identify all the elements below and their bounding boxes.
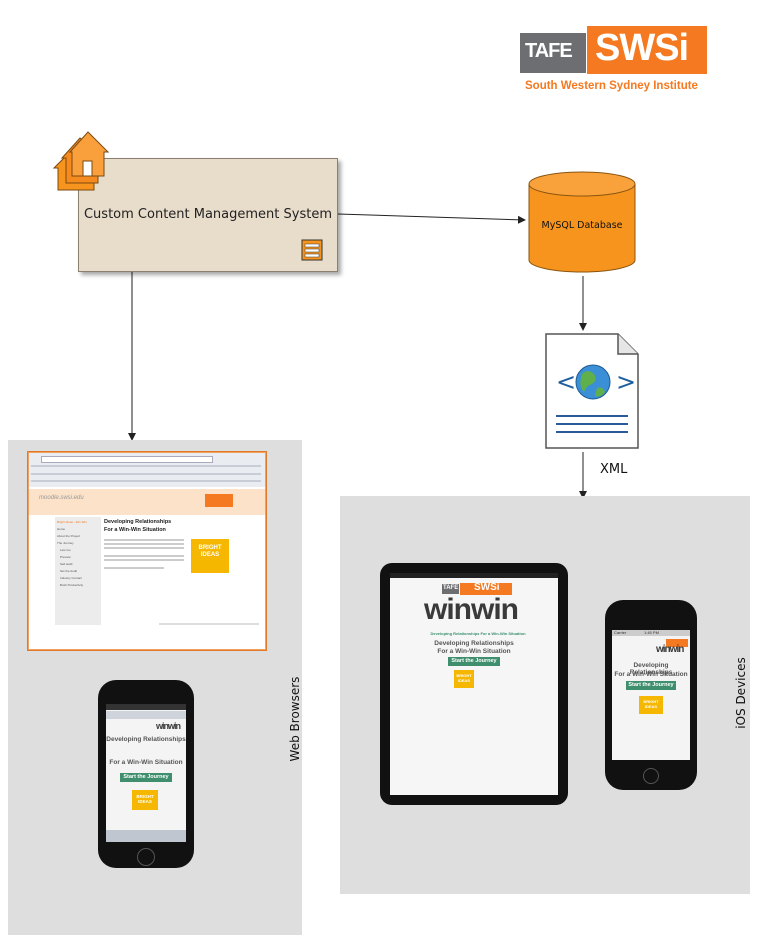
web-browsers-label: Web Browsers [288,676,302,762]
winwin-logo: winwin [424,593,519,626]
xml-label: XML [600,462,628,477]
site-url: moodle.swsi.edu [39,495,84,501]
sidebar-link[interactable]: Home [57,527,66,531]
logo-swsi-block [587,26,707,74]
iphone-browser: winwin Developing Relationships For a Wi… [98,680,194,868]
logo-tafe-text: TAFE [525,40,573,62]
app-tagline: Developing Relationships For a Win-Win S… [430,631,526,636]
cms-box: Custom Content Management System [78,158,338,272]
app-title-2: For a Win-Win Situation [109,759,183,766]
app-title-1: Developing Relationships [434,640,514,647]
bright-ideas-image: BRIGHT IDEAS [132,790,158,810]
database-cylinder-icon [528,171,636,273]
sidebar-link[interactable]: About the Project [57,534,81,538]
bright-ideas-text: BRIGHT IDEAS [198,545,222,558]
start-journey-button[interactable]: Start the Journey [120,773,172,782]
cms-label: Custom Content Management System [83,207,332,222]
sidebar-link[interactable]: Set the Audit [60,569,78,573]
app-title-1: Developing Relationships [106,736,186,743]
database-label: MySQL Database [541,220,623,231]
mini-swsi-logo [205,494,233,507]
bright-ideas-image: BRIGHT IDEAS [191,539,229,573]
home-button[interactable] [137,848,155,866]
sidebar-title: Bright Ideas - Win Win [57,520,87,524]
ipad-device: SWSi TAFE winwin Developing Relationship… [380,563,568,805]
house-icon [52,131,110,191]
bright-ideas-image: BRIGHT IDEAS [454,670,474,688]
ios-devices-label: iOS Devices [734,657,748,729]
winwin-logo: winwin [156,721,181,731]
bright-ideas-text: BRIGHT IDEAS [456,673,472,683]
app-title-2: For a Win-Win Situation [614,671,688,678]
app-title-1: Developing Relationships [629,662,673,676]
start-journey-button[interactable]: Start the Journey [448,657,500,666]
sidebar-link[interactable]: Industry Contact [60,576,82,580]
sidebar-link[interactable]: Preview [60,555,71,559]
start-journey-button[interactable]: Start the Journey [626,681,676,690]
clock-label: 1:45 PM [644,630,659,635]
site-sidebar: Bright Ideas - Win Win Home About the Pr… [55,517,101,625]
tafe-swsi-logo: TAFE SWSi South Western Sydney Institute [505,18,725,98]
sidebar-link[interactable]: Lets Go [60,548,71,552]
carrier-label: Carrier [614,630,627,635]
ipad-swsi-logo: SWSi [460,582,512,595]
app-title-2: For a Win-Win Situation [437,648,511,655]
sidebar-link[interactable]: The Journey [57,541,74,545]
bright-ideas-text: BRIGHT IDEAS [136,794,154,804]
logo-tafe-block [520,33,586,73]
home-button[interactable] [643,768,659,784]
winwin-logo: winwin [656,644,684,655]
mysql-database: MySQL Database [527,170,637,274]
logo-subtitle: South Western Sydney Institute [525,80,698,92]
browser-screenshot: moodle.swsi.edu Bright Ideas - Win Win H… [28,452,266,650]
address-bar [41,456,213,463]
ipad-screen: SWSi TAFE winwin Developing Relationship… [390,573,558,795]
sidebar-link[interactable]: Self audit [60,562,73,566]
server-icon [301,239,323,261]
globe-code-document-icon: < > [545,333,639,449]
bright-ideas-text: BRIGHT IDEAS [643,699,659,709]
cms-db-arrow [330,209,526,224]
iphone-app: Carrier 1:45 PM winwin Developing Relati… [605,600,697,790]
sidebar-link[interactable]: Bush Productivity [60,583,84,587]
svg-text:>: > [616,368,636,396]
site-heading-1: Developing Relationships [104,519,172,525]
iphone-browser-screen: winwin Developing Relationships For a Wi… [106,704,186,842]
svg-text:<: < [556,368,576,396]
iphone-app-screen: Carrier 1:45 PM winwin Developing Relati… [612,630,690,760]
site-heading-2: For a Win-Win Situation [104,527,166,533]
safari-toolbar [106,830,186,842]
bright-ideas-image: BRIGHT IDEAS [639,696,663,714]
logo-swsi-text: SWSi [595,27,689,69]
